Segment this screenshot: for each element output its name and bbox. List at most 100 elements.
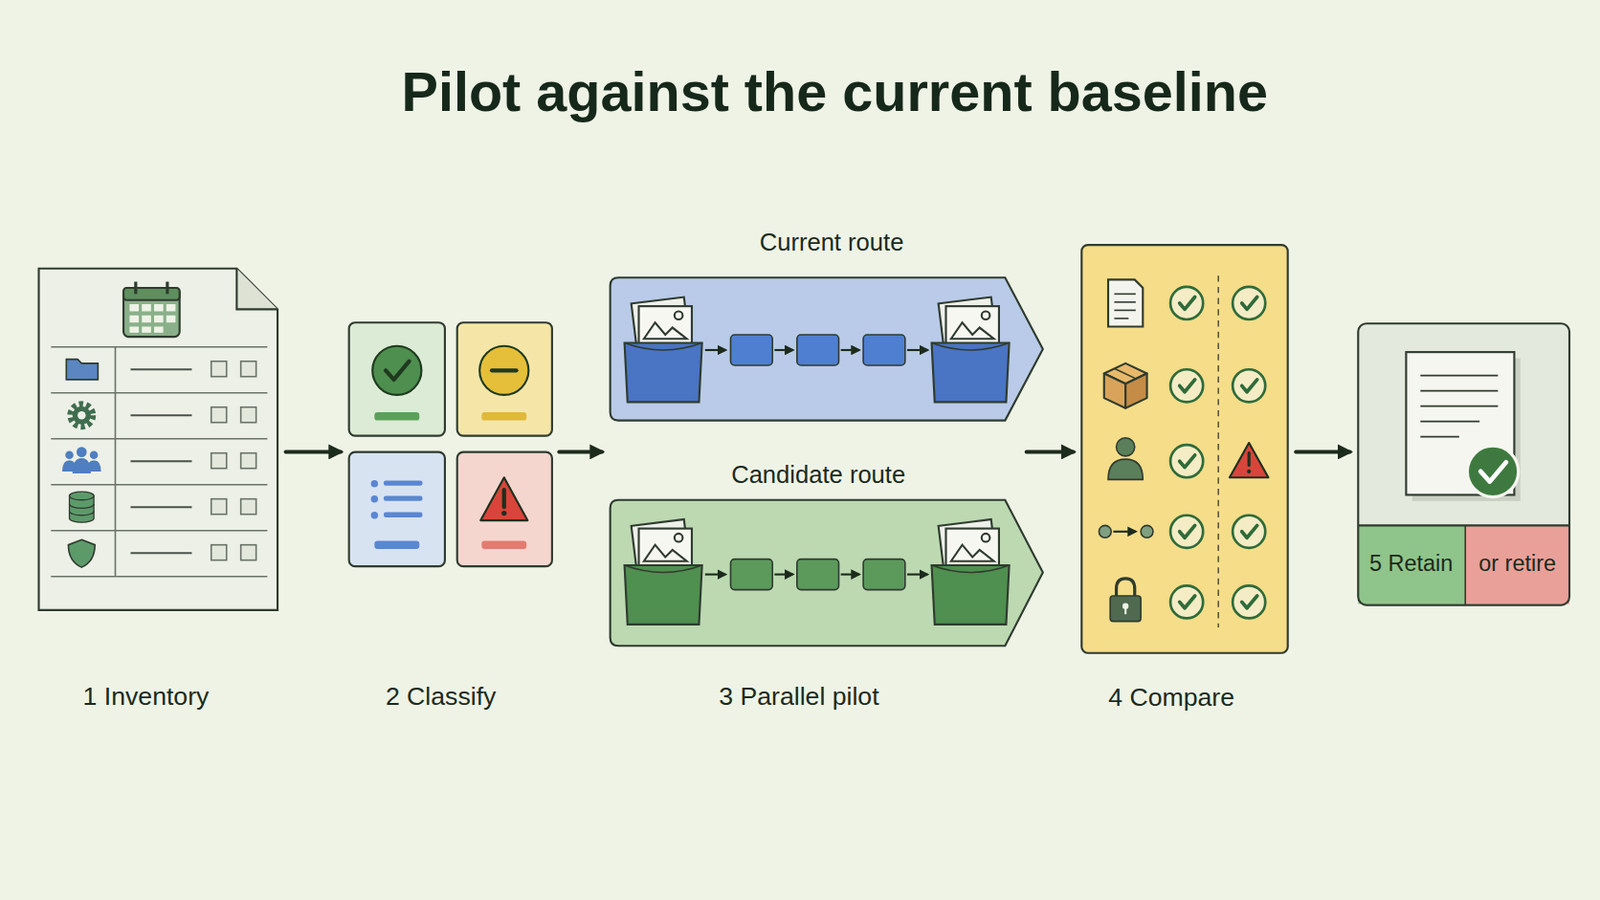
pilot-group: 3 Parallel pilotCurrent routeCandidate r… xyxy=(609,229,1020,669)
calendar-icon-part-part xyxy=(141,304,152,312)
compare-panel-part xyxy=(1232,585,1266,619)
decision-box-part xyxy=(1357,525,1466,604)
package-icon-part xyxy=(1104,374,1126,409)
candidate-route-band-part-part xyxy=(863,559,906,591)
table-lines-part xyxy=(50,438,267,441)
inventory-sheet-part xyxy=(39,268,279,611)
step-label: 4 Compare xyxy=(1059,683,1285,713)
table-lines-part xyxy=(50,392,267,395)
decision-box-part xyxy=(1464,525,1467,605)
row-checkboxes-part xyxy=(211,407,227,423)
document-icon-part xyxy=(1108,279,1143,327)
decision-box-part-part xyxy=(1420,390,1498,393)
compare-panel-part xyxy=(1081,244,1288,654)
classify-cards-part xyxy=(480,477,528,521)
calendar-icon xyxy=(123,282,180,338)
row-checkboxes-part xyxy=(241,499,257,515)
compare-panel-part xyxy=(1217,275,1220,628)
calendar-icon-part-part xyxy=(141,326,152,333)
calendar-icon-part-part xyxy=(166,304,177,312)
package-icon-part xyxy=(1125,374,1147,409)
current-route-band xyxy=(610,277,1044,421)
classify-cards-part xyxy=(479,346,529,396)
flow-icon-part xyxy=(1140,525,1154,538)
classify-cards-part-part xyxy=(371,495,378,503)
classify-cards-part xyxy=(502,489,507,508)
classify-cards xyxy=(349,322,553,567)
current-route-band-part-part xyxy=(797,334,840,366)
compare-panel xyxy=(1081,244,1288,654)
row-checkboxes-part xyxy=(211,499,227,515)
people-icon-part xyxy=(76,446,88,458)
row-checkboxes xyxy=(211,361,257,561)
decision-box-part-part xyxy=(1420,436,1460,439)
row-dashes-part xyxy=(130,414,192,417)
inventory-sheet-part xyxy=(236,268,278,311)
current-route-band-part xyxy=(610,277,1044,421)
table-lines-part xyxy=(50,530,267,533)
row-checkboxes-part xyxy=(241,545,257,561)
lock-icon-part xyxy=(1124,608,1127,615)
calendar-icon-part xyxy=(129,304,176,334)
current-route-band-part xyxy=(705,349,928,352)
classify-cards-part xyxy=(501,511,507,516)
database-icon-part xyxy=(69,491,95,501)
classify-cards-part xyxy=(481,412,527,422)
candidate-route-band-part-part xyxy=(797,559,840,591)
classify-cards-part xyxy=(457,322,553,436)
table-lines-part xyxy=(50,346,267,349)
route-heading: Current route xyxy=(688,228,976,257)
compare-panel-part xyxy=(1170,515,1203,549)
calendar-icon-part-part xyxy=(129,315,139,323)
row-checkboxes-part xyxy=(241,361,257,378)
current-route-band-part-part xyxy=(907,349,928,352)
inventory-sheet xyxy=(39,268,279,611)
gear-icon-part xyxy=(77,411,87,421)
row-checkboxes-part xyxy=(211,545,227,561)
gear-icon xyxy=(70,404,93,427)
candidate-route-band-part-part xyxy=(730,559,773,591)
classify-cards-part-part xyxy=(371,511,378,519)
warning-icon xyxy=(1229,443,1269,478)
package-icon xyxy=(1104,363,1148,409)
row-dashes xyxy=(130,369,192,554)
classify-cards-part xyxy=(374,412,420,422)
lock-icon-part xyxy=(1116,578,1135,598)
decision-box-part-part xyxy=(1420,405,1498,408)
decision-box-part xyxy=(1480,462,1507,482)
shield-icon xyxy=(67,539,95,568)
calendar-icon-part-part xyxy=(154,315,164,323)
row-dashes-part xyxy=(130,552,192,555)
classify-cards-part-part xyxy=(383,480,423,486)
candidate-route-band-part-part xyxy=(841,574,860,577)
candidate-route-band-part xyxy=(730,559,905,591)
candidate-route-band: Candidate route xyxy=(610,499,1044,645)
row-checkboxes-part xyxy=(241,407,257,423)
current-route-band-part xyxy=(932,297,1010,403)
table-lines-part xyxy=(50,484,267,487)
classify-cards-part xyxy=(349,452,445,567)
classify-cards-part xyxy=(457,452,553,567)
row-dashes-part xyxy=(130,506,192,509)
classify-cards-part xyxy=(481,540,527,550)
classify-cards-part-part xyxy=(374,540,420,550)
candidate-route-band-part-part xyxy=(774,574,793,577)
people-icon-part xyxy=(65,451,74,461)
current-route-band-part-part xyxy=(841,349,860,352)
compare-panel-part xyxy=(1170,287,1203,320)
candidate-route-band-part xyxy=(705,574,928,577)
flow-arrow xyxy=(1295,449,1351,454)
compare-panel-part xyxy=(1232,287,1266,320)
classify-cards-part-part xyxy=(383,495,423,501)
current-route-band-part-part xyxy=(705,349,726,352)
route-heading: Candidate route xyxy=(675,461,962,489)
lock-icon-part xyxy=(1110,596,1141,623)
candidate-route-band-part-part xyxy=(907,574,928,577)
decision-box-part-part xyxy=(1420,375,1498,378)
compare-panel-part xyxy=(1170,585,1203,619)
candidate-route-band-part xyxy=(610,500,1044,646)
classify-cards: 2 Classify xyxy=(349,322,553,567)
